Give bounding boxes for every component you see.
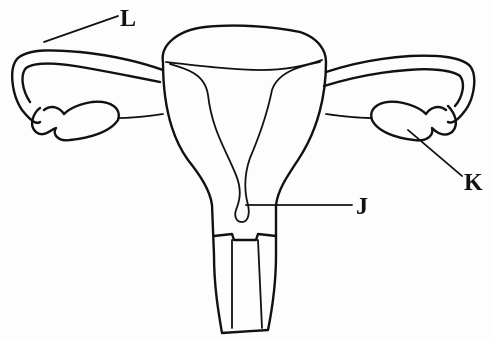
uterine-cavity bbox=[170, 62, 320, 222]
label-L: L bbox=[120, 6, 136, 32]
cervix-vagina-outline bbox=[214, 234, 276, 240]
label-J: J bbox=[356, 194, 368, 220]
pointer-line-K bbox=[408, 130, 462, 176]
vagina-inner-wall bbox=[232, 240, 262, 328]
left-fallopian-tube-inner bbox=[23, 64, 160, 102]
right-fallopian-tube-inner bbox=[324, 69, 463, 106]
label-K: K bbox=[464, 170, 483, 196]
uterus-outline bbox=[163, 26, 326, 333]
left-ovarian-ligament bbox=[118, 114, 163, 118]
left-ovary bbox=[32, 102, 119, 141]
right-ovarian-ligament bbox=[326, 114, 372, 118]
pointer-line-L bbox=[44, 16, 118, 42]
